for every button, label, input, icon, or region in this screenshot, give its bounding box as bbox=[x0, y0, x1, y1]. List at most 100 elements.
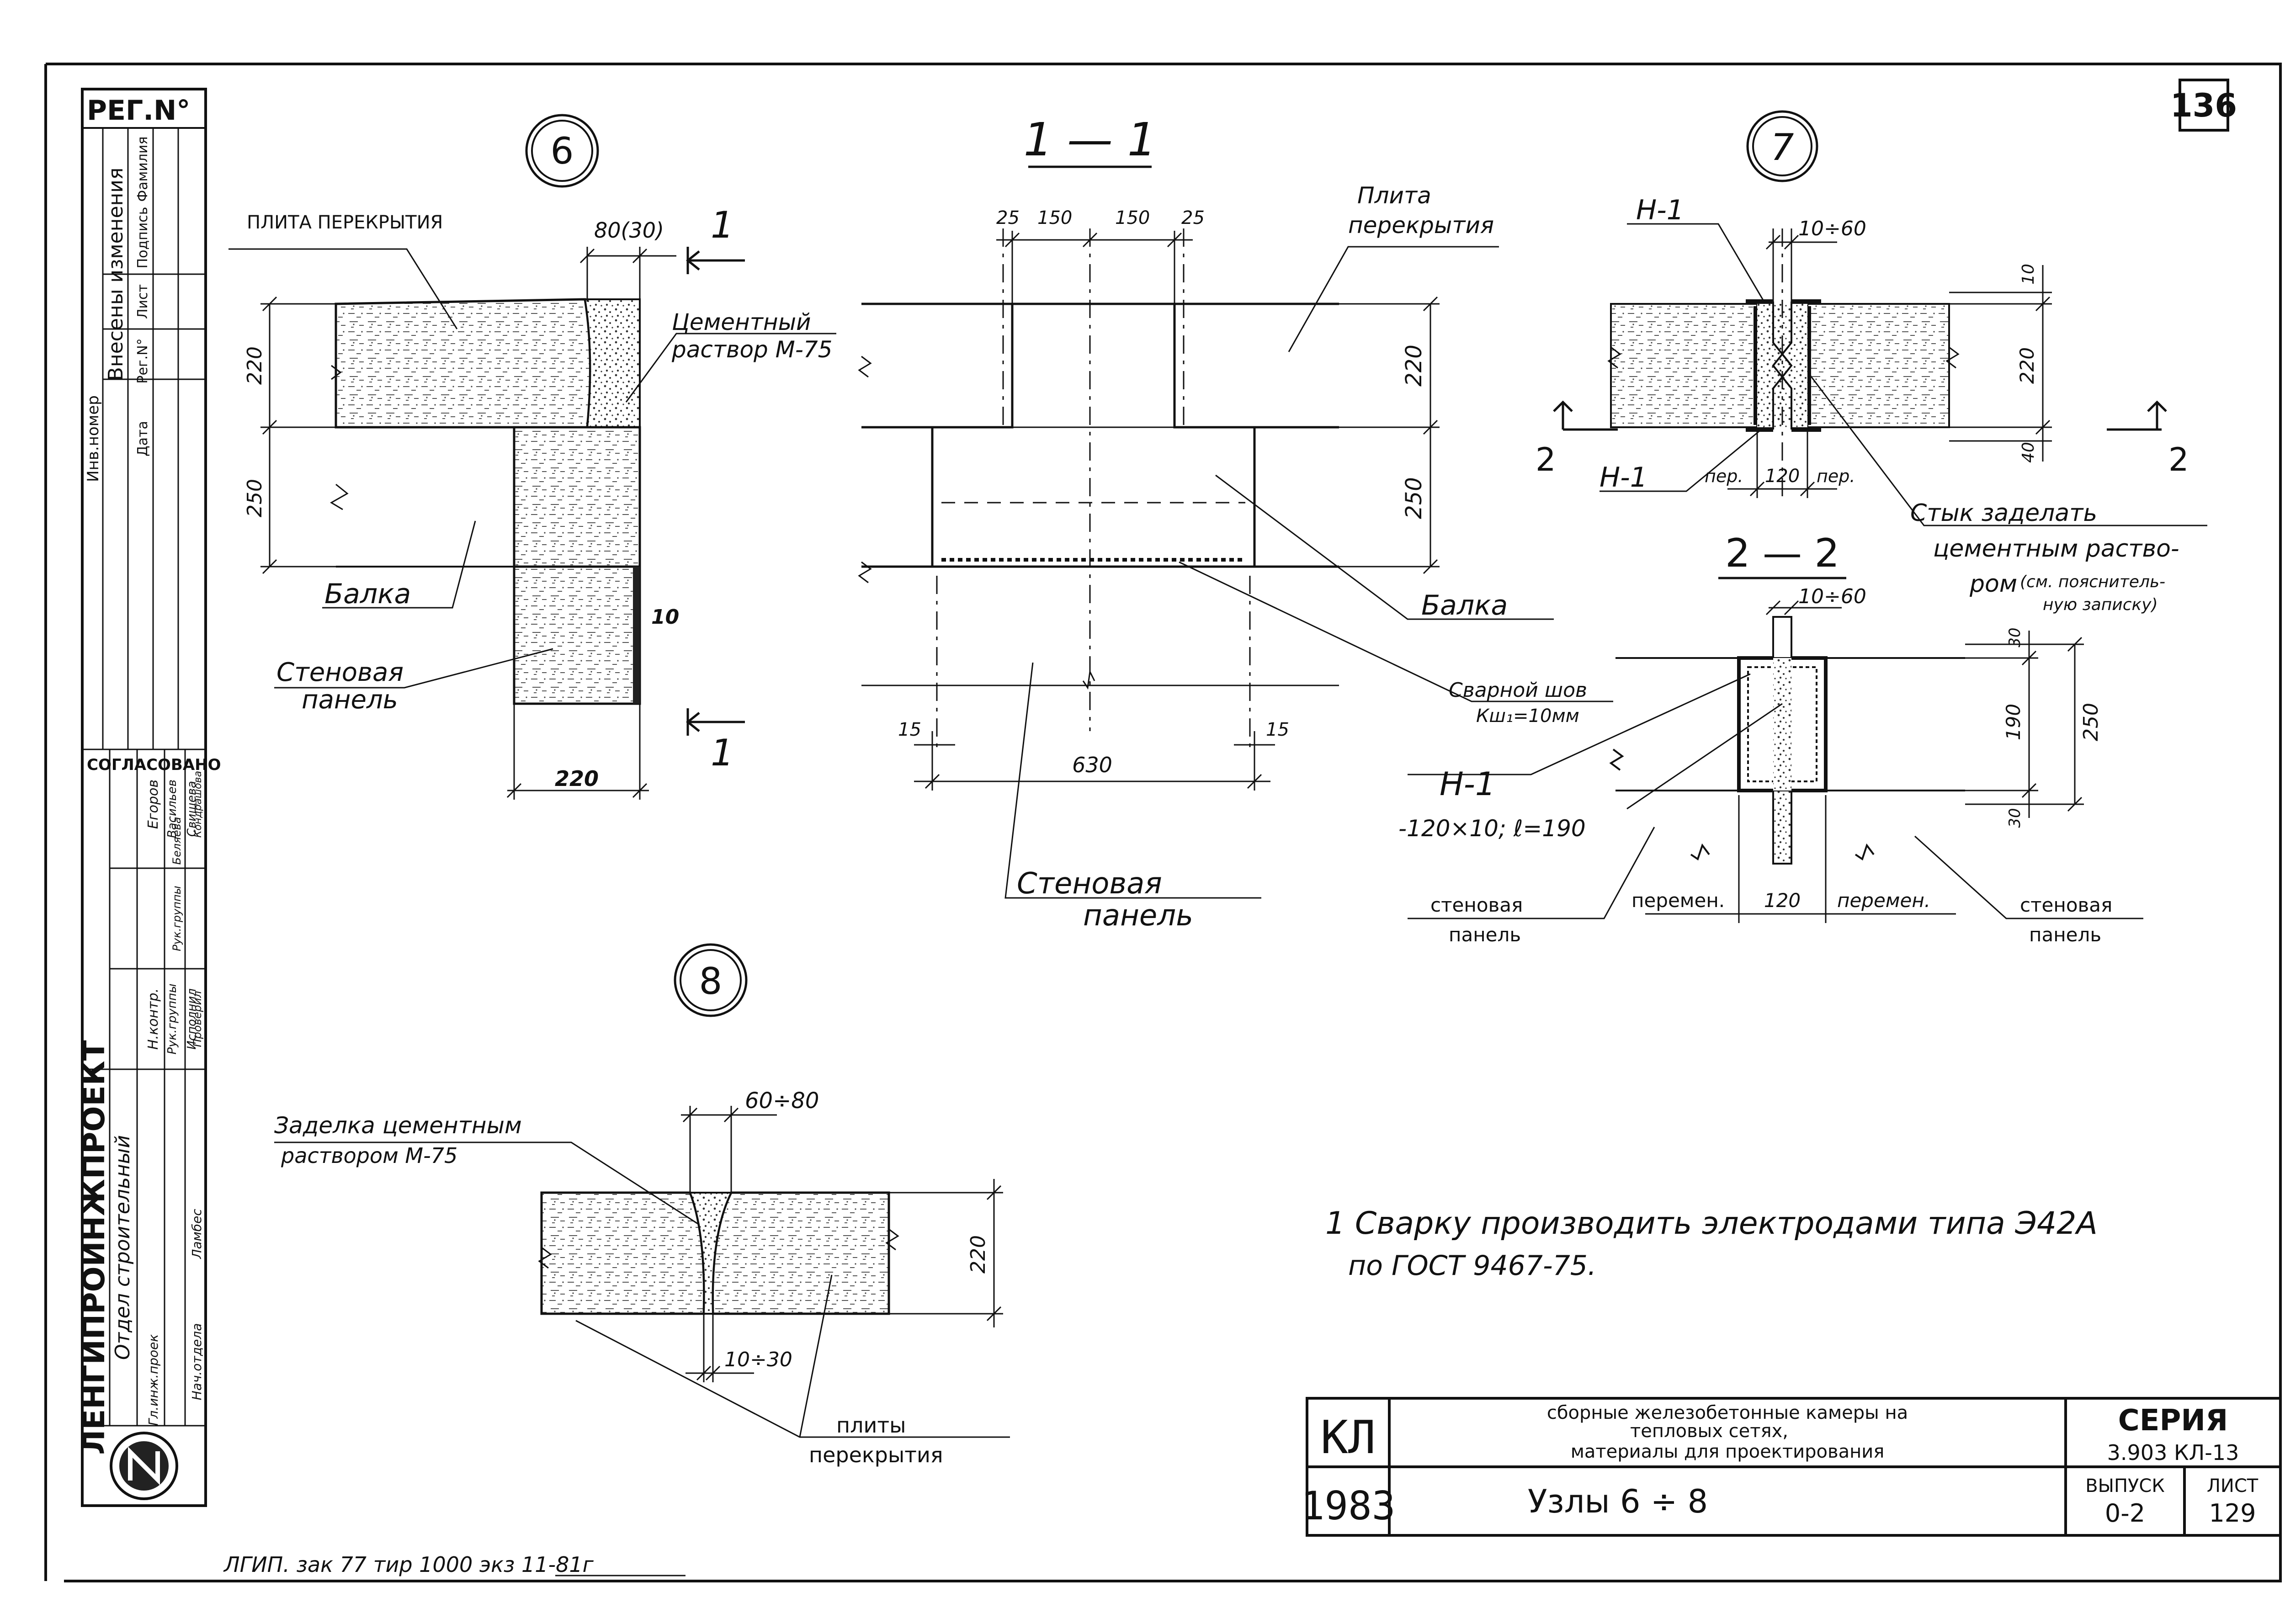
title-code: КЛ bbox=[1321, 1411, 1376, 1464]
node6-label-mortar-2: раствор М-75 bbox=[671, 336, 833, 363]
sheet-number-top: 136 bbox=[2170, 87, 2237, 124]
node6-label-slab-text: ПЛИТА ПЕРЕКРЫТИЯ bbox=[247, 212, 443, 233]
node7-dim-h40: 40 bbox=[2019, 442, 2038, 463]
node6-cut-mark-top: 1 bbox=[711, 204, 734, 246]
section11-label-weld-1: Сварной шов bbox=[1449, 679, 1587, 702]
section22-label-h1-spec: -120×10; ℓ=190 bbox=[1398, 815, 1586, 842]
node8-label-fill-2: раствором М-75 bbox=[281, 1143, 457, 1168]
org-name: ЛЕНГИПРОИНЖПРОЕКТ bbox=[76, 1040, 112, 1454]
section11-label-panel-2: панель bbox=[1083, 899, 1193, 933]
section22-label-panel-left-2: панель bbox=[1449, 923, 1521, 946]
title-desc-2: тепловых сетях, bbox=[1630, 1421, 1788, 1442]
section11-dim-150a: 150 bbox=[1037, 207, 1072, 228]
section11-dim-15a: 15 bbox=[898, 719, 921, 740]
node6-label-panel-1: Стеновая bbox=[276, 658, 404, 687]
node7-label-joint-note-1: (см. пояснитель- bbox=[2020, 573, 2165, 591]
node8-dim-h220: 220 bbox=[967, 1235, 990, 1274]
section11-dim-630: 630 bbox=[1072, 753, 1112, 777]
changes-col-reg: Рег.N° bbox=[135, 338, 151, 383]
section11-label-weld-2: Кш₁=10мм bbox=[1476, 706, 1579, 727]
section11-label-slab-2: перекрытия bbox=[1348, 212, 1494, 239]
sheet-number-box bbox=[2179, 79, 2229, 132]
section11-drawing: 1 — 1 bbox=[858, 113, 1613, 933]
changes-title: Внесены изменения bbox=[104, 168, 128, 381]
section11-dim-h220: 220 bbox=[1401, 345, 1427, 387]
node6-dim-h2: 250 bbox=[243, 479, 266, 517]
title-issue-label: ВЫПУСК bbox=[2085, 1475, 2165, 1497]
node7-drawing: 7 10÷60 10 220 40 120 пер. пер. bbox=[1536, 110, 2207, 614]
sig-name-6: Кондрашова bbox=[192, 771, 204, 838]
title-sheet-title: Узлы 6 ÷ 8 bbox=[1528, 1483, 1708, 1520]
node7-dim-h220: 220 bbox=[2016, 347, 2038, 384]
node6-label-beam: Балка bbox=[324, 578, 411, 610]
left-stamp: РЕГ.N° Инв.номер Внесены изменения Дата … bbox=[76, 88, 221, 1507]
section11-label-beam: Балка bbox=[1421, 589, 1508, 621]
node7-label-joint-1: Стык заделать bbox=[1910, 499, 2097, 527]
section11-label-slab-1: Плита bbox=[1357, 182, 1431, 209]
node7-label-joint-note-2: ную записку) bbox=[2043, 595, 2158, 614]
title-year: 1983 bbox=[1301, 1483, 1395, 1529]
node7-dim-gap: 10÷60 bbox=[1798, 217, 1866, 240]
changes-inventory-label: Инв.номер bbox=[84, 395, 102, 482]
changes-col-date: Дата bbox=[135, 421, 151, 456]
node7-dim-t10: 10 bbox=[2019, 264, 2038, 285]
title-block: КЛ 1983 сборные железобетонные камеры на… bbox=[1301, 1397, 2282, 1537]
node7-number: 7 bbox=[1771, 126, 1794, 169]
sig-role-6: Проверил bbox=[191, 991, 204, 1047]
node8-dim-bottom: 10÷30 bbox=[724, 1348, 792, 1371]
section22-label-panel-right-2: панель bbox=[2029, 923, 2101, 946]
sheet-border bbox=[44, 63, 2282, 1582]
node6-label-slab: ПЛИТА ПЕРЕКРЫТИЯ bbox=[247, 212, 443, 233]
node7-label-h1-top: Н-1 bbox=[1636, 194, 1684, 226]
node8-dim-top: 60÷80 bbox=[745, 1088, 819, 1114]
sig-role-0: Нач.отдела bbox=[189, 1323, 204, 1401]
section11-dim-h250: 250 bbox=[1401, 477, 1427, 519]
section11-title: 1 — 1 bbox=[1024, 113, 1157, 166]
node6-dim-h1: 220 bbox=[243, 346, 266, 385]
section22-var-right: перемен. bbox=[1837, 889, 1930, 912]
section22-title: 2 — 2 bbox=[1725, 531, 1839, 576]
section11-dim-15b: 15 bbox=[1266, 719, 1289, 740]
sig-name-5: Свищева bbox=[185, 781, 199, 837]
node6-label-panel-2: панель bbox=[302, 685, 398, 715]
node7-cut-left: 2 bbox=[1536, 441, 1556, 478]
title-sheet-label: ЛИСТ bbox=[2207, 1475, 2258, 1497]
section11-label-panel-1: Стеновая bbox=[1017, 867, 1162, 901]
sig-name-0: Ламбес bbox=[189, 1209, 204, 1259]
sig-role-2: Н.контр. bbox=[145, 988, 161, 1050]
section22-dim-30b: 30 bbox=[2006, 808, 2024, 828]
agreed-label: СОГЛАСОВАНО bbox=[87, 756, 221, 774]
department-name: Отдел строительный bbox=[111, 1135, 134, 1360]
node8-label-slabs-2: перекрытия bbox=[809, 1443, 943, 1467]
section22-drawing: 2 — 2 10÷60 30 19 bbox=[1398, 531, 2143, 946]
section22-var-left: перемен. bbox=[1631, 889, 1725, 912]
changes-col-sign: Подпись bbox=[135, 207, 151, 269]
node7-per-left: пер. bbox=[1705, 466, 1743, 486]
section22-dim-30a: 30 bbox=[2006, 627, 2024, 647]
node8-drawing: 8 60÷80 220 10÷30 Заделка цементным раст… bbox=[274, 943, 1010, 1467]
node8-label-slabs-1: плиты bbox=[836, 1413, 906, 1438]
sig-role-4: Рук.группы bbox=[170, 886, 183, 951]
node8-label-fill-1: Заделка цементным bbox=[274, 1112, 522, 1139]
title-desc-3: материалы для проектирования bbox=[1571, 1441, 1885, 1462]
note-line-2: по ГОСТ 9467-75. bbox=[1348, 1250, 1596, 1282]
section22-label-panel-left-1: стеновая bbox=[1430, 894, 1523, 916]
print-note: ЛГИП. зак 77 тир 1000 экз 11-81г bbox=[223, 1552, 594, 1577]
sig-role-1: Гл.инж.проек bbox=[146, 1334, 161, 1426]
sig-role-5: Исполнил bbox=[185, 988, 199, 1050]
node6-dim-w: 220 bbox=[555, 766, 599, 791]
changes-col-sheet: Лист bbox=[135, 284, 151, 319]
node6-label-mortar-1: Цементный bbox=[672, 309, 811, 335]
org-logo-icon bbox=[110, 1432, 178, 1500]
sig-role-3: Рук.группы bbox=[165, 983, 179, 1054]
node6-dim-gap: 80(30) bbox=[594, 218, 664, 243]
sig-name-4: Беляева bbox=[170, 817, 183, 865]
general-note: 1 Сварку производить электродами типа Э4… bbox=[1325, 1205, 2098, 1282]
node7-cut-right: 2 bbox=[2168, 441, 2189, 478]
section22-dim-250: 250 bbox=[2079, 703, 2103, 741]
node7-label-joint-2: цементным раство- bbox=[1933, 535, 2179, 563]
node7-per-right: пер. bbox=[1817, 466, 1855, 486]
title-issue-value: 0-2 bbox=[2105, 1499, 2145, 1528]
sig-name-3: Васильев bbox=[165, 780, 179, 838]
